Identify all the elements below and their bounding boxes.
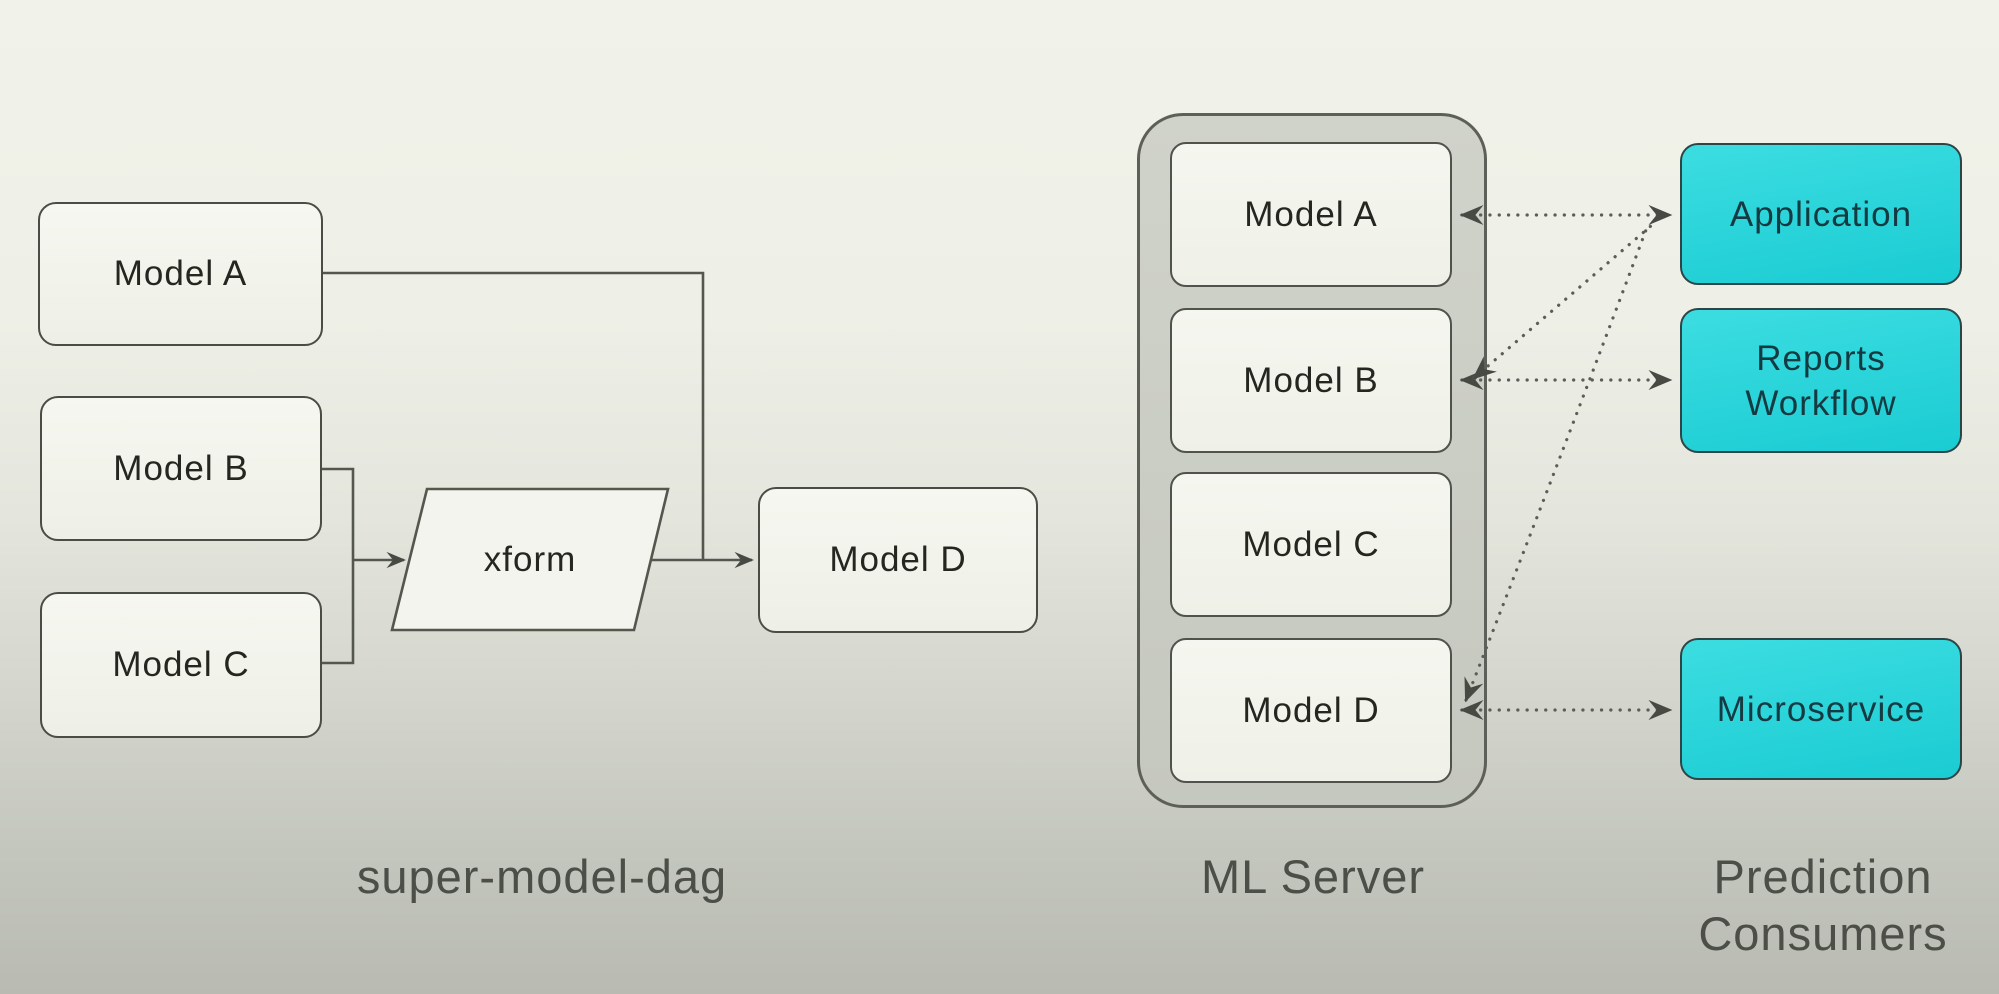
link-model-b-application bbox=[1472, 223, 1654, 380]
caption-super-model-dag: super-model-dag bbox=[356, 850, 728, 903]
edge-model-b-c-junction bbox=[322, 467, 355, 665]
server-node-model-d-label: Model D bbox=[1242, 690, 1380, 730]
consumer-node-application-label: Application bbox=[1729, 194, 1913, 234]
server-node-model-a-label: Model A bbox=[1244, 194, 1378, 234]
consumer-node-microservice-label: Microservice bbox=[1716, 689, 1926, 729]
caption-prediction-line1: Prediction bbox=[1713, 850, 1933, 903]
caption-prediction-line2: Consumers bbox=[1698, 907, 1948, 960]
server-node-model-a: Model A bbox=[1170, 142, 1452, 287]
consumer-node-microservice: Microservice bbox=[1680, 638, 1962, 780]
dag-node-model-c: Model C bbox=[40, 592, 322, 738]
server-node-model-d: Model D bbox=[1170, 638, 1452, 783]
consumer-node-reports-label: Reports bbox=[1756, 338, 1886, 378]
dag-node-model-c-label: Model C bbox=[112, 645, 250, 684]
consumer-node-application: Application bbox=[1680, 143, 1962, 285]
dag-node-model-b: Model B bbox=[40, 396, 322, 541]
link-model-d-application bbox=[1464, 228, 1648, 703]
caption-ml-server: ML Server bbox=[1200, 850, 1426, 903]
server-node-model-c: Model C bbox=[1170, 472, 1452, 617]
consumer-node-workflow-label: Workflow bbox=[1745, 383, 1897, 423]
dag-node-model-b-label: Model B bbox=[113, 448, 249, 488]
caption-prediction-consumers: Prediction Consumers bbox=[1698, 848, 1947, 962]
server-node-model-c-label: Model C bbox=[1242, 524, 1380, 564]
dag-node-model-d: Model D bbox=[758, 487, 1038, 633]
server-node-model-b: Model B bbox=[1170, 308, 1452, 453]
dag-node-model-a: Model A bbox=[38, 202, 323, 346]
dag-node-xform: xform bbox=[410, 489, 650, 630]
dag-node-xform-label: xform bbox=[483, 539, 577, 579]
consumer-node-reports-workflow: Reports Workflow bbox=[1680, 308, 1962, 453]
dag-node-model-d-label: Model D bbox=[829, 540, 967, 579]
dag-node-model-a-label: Model A bbox=[113, 254, 248, 293]
server-node-model-b-label: Model B bbox=[1243, 360, 1379, 400]
